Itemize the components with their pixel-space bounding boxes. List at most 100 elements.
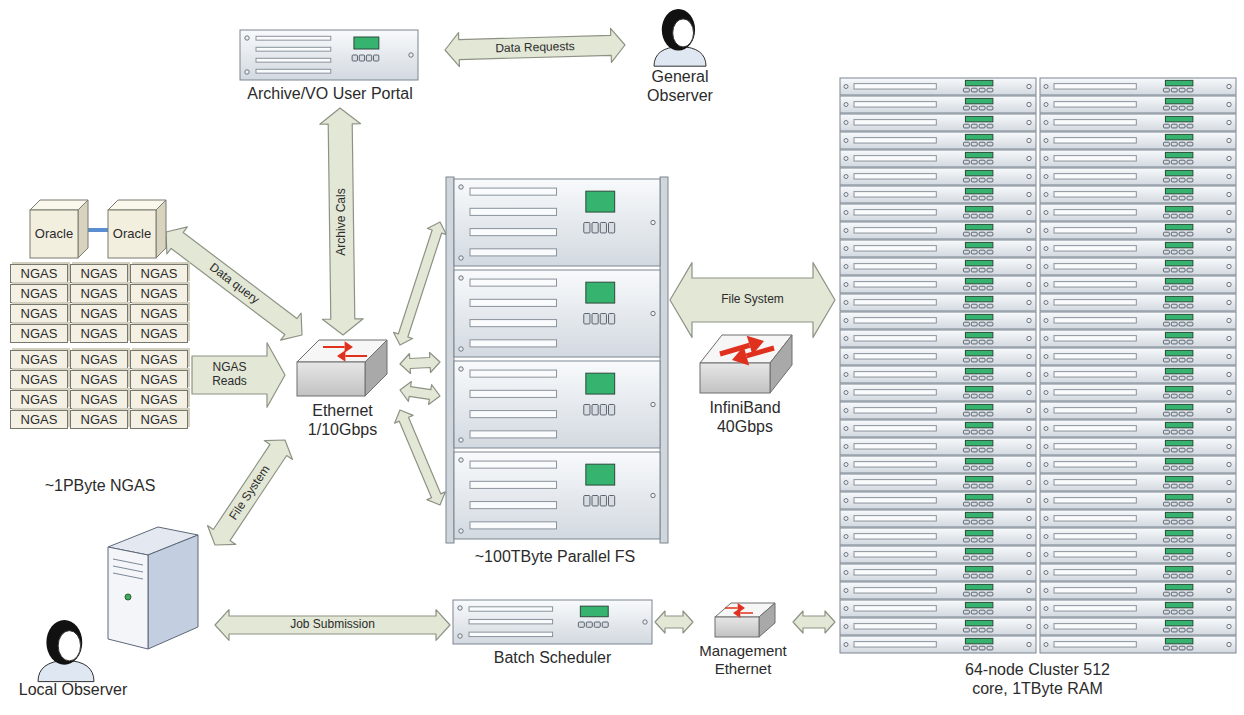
status-lcd xyxy=(965,458,992,463)
status-lcd xyxy=(965,314,992,319)
rack-screw xyxy=(1044,193,1048,197)
server-chassis xyxy=(1040,528,1236,545)
drive-slot xyxy=(854,498,936,503)
rack-screw xyxy=(1227,552,1231,556)
server-chassis xyxy=(840,222,1036,239)
drive-slot xyxy=(854,624,936,629)
rack-screw xyxy=(1027,606,1031,610)
rack-screw xyxy=(643,620,647,624)
server-unit xyxy=(840,96,1036,113)
storage-box: NGAS xyxy=(10,370,68,389)
storage-box: NGAS xyxy=(130,390,188,409)
panel-button xyxy=(971,106,977,110)
server-unit xyxy=(840,456,1036,473)
rack-screw xyxy=(1027,534,1031,538)
panel-button xyxy=(987,538,993,542)
panel-button xyxy=(987,376,993,380)
rack-screw xyxy=(1044,445,1048,449)
panel-button xyxy=(971,232,977,236)
panel-button xyxy=(979,268,985,272)
rack-screw xyxy=(844,301,848,305)
panel-button xyxy=(1163,106,1169,110)
rack-screw xyxy=(844,589,848,593)
arrow-label: Data Requests xyxy=(493,39,577,55)
server-chassis xyxy=(1040,366,1236,383)
drive-slot xyxy=(469,607,553,611)
rack-screw xyxy=(1044,355,1048,359)
switch-arrow-shaft xyxy=(323,346,345,348)
panel-button xyxy=(971,538,977,542)
panel-button xyxy=(1163,322,1169,326)
drive-slot xyxy=(470,208,557,215)
server-chassis xyxy=(1040,132,1236,149)
panel-button xyxy=(586,622,592,627)
panel-button xyxy=(1163,358,1169,362)
server-chassis xyxy=(840,186,1036,203)
panel-button xyxy=(987,610,993,614)
storage-box: NGAS xyxy=(130,264,188,283)
drive-slot xyxy=(256,36,331,40)
panel-button xyxy=(963,178,969,182)
rack-screw xyxy=(1027,192,1031,196)
rack-screw xyxy=(459,256,463,260)
status-lcd xyxy=(1165,170,1192,175)
rack-screw xyxy=(1027,246,1031,250)
rack-screw xyxy=(1044,337,1048,341)
drive-slot xyxy=(854,516,936,521)
panel-button xyxy=(963,538,969,542)
rack-screw xyxy=(844,643,848,647)
rack-screw xyxy=(1044,301,1048,305)
drive-slot xyxy=(854,390,936,395)
status-lcd xyxy=(965,170,992,175)
panel-button xyxy=(979,538,985,542)
status-lcd xyxy=(1165,584,1192,589)
panel-button xyxy=(1163,196,1169,200)
server-unit xyxy=(840,132,1036,149)
panel-button xyxy=(1163,232,1169,236)
person-face xyxy=(58,631,80,661)
panel-button xyxy=(1163,628,1169,632)
rack-screw xyxy=(459,458,463,462)
drive-slot xyxy=(1054,390,1136,395)
status-lcd xyxy=(965,332,992,337)
drive-slot xyxy=(470,522,557,529)
status-lcd xyxy=(965,350,992,355)
storage-rack: ~100TByte Parallel FS xyxy=(440,175,670,575)
rack-screw xyxy=(458,634,462,638)
panel-button xyxy=(971,394,977,398)
status-lcd xyxy=(1165,332,1192,337)
rack-screw xyxy=(1027,426,1031,430)
server-chassis xyxy=(1040,492,1236,509)
rack-screw xyxy=(1027,228,1031,232)
server-chassis xyxy=(840,546,1036,563)
panel-button xyxy=(971,196,977,200)
rack-screw xyxy=(1027,408,1031,412)
panel-button xyxy=(987,214,993,218)
panel-button xyxy=(1171,556,1177,560)
panel-button xyxy=(963,214,969,218)
server-unit xyxy=(840,348,1036,365)
panel-button xyxy=(963,484,969,488)
server-unit xyxy=(453,600,652,644)
panel-button xyxy=(1187,286,1193,290)
drive-slot xyxy=(470,431,557,438)
panel-button xyxy=(971,88,977,92)
rack-screw xyxy=(1044,373,1048,377)
server-unit xyxy=(840,492,1036,509)
server-chassis xyxy=(454,270,660,357)
storage-box: NGAS xyxy=(70,390,128,409)
drive-slot xyxy=(470,229,557,236)
storage-box: NGAS xyxy=(130,324,188,343)
rack-screw xyxy=(844,157,848,161)
block-arrow xyxy=(395,410,446,505)
person-face xyxy=(673,19,694,47)
panel-button xyxy=(1171,304,1177,308)
rack-screw xyxy=(1044,175,1048,179)
rack-screw xyxy=(1027,552,1031,556)
panel-button xyxy=(1179,628,1185,632)
rack-screw xyxy=(245,70,249,74)
drive-slot xyxy=(854,192,936,197)
node-label: NGAS xyxy=(131,325,187,342)
panel-button xyxy=(987,322,993,326)
storage-box: NGAS xyxy=(130,370,188,389)
